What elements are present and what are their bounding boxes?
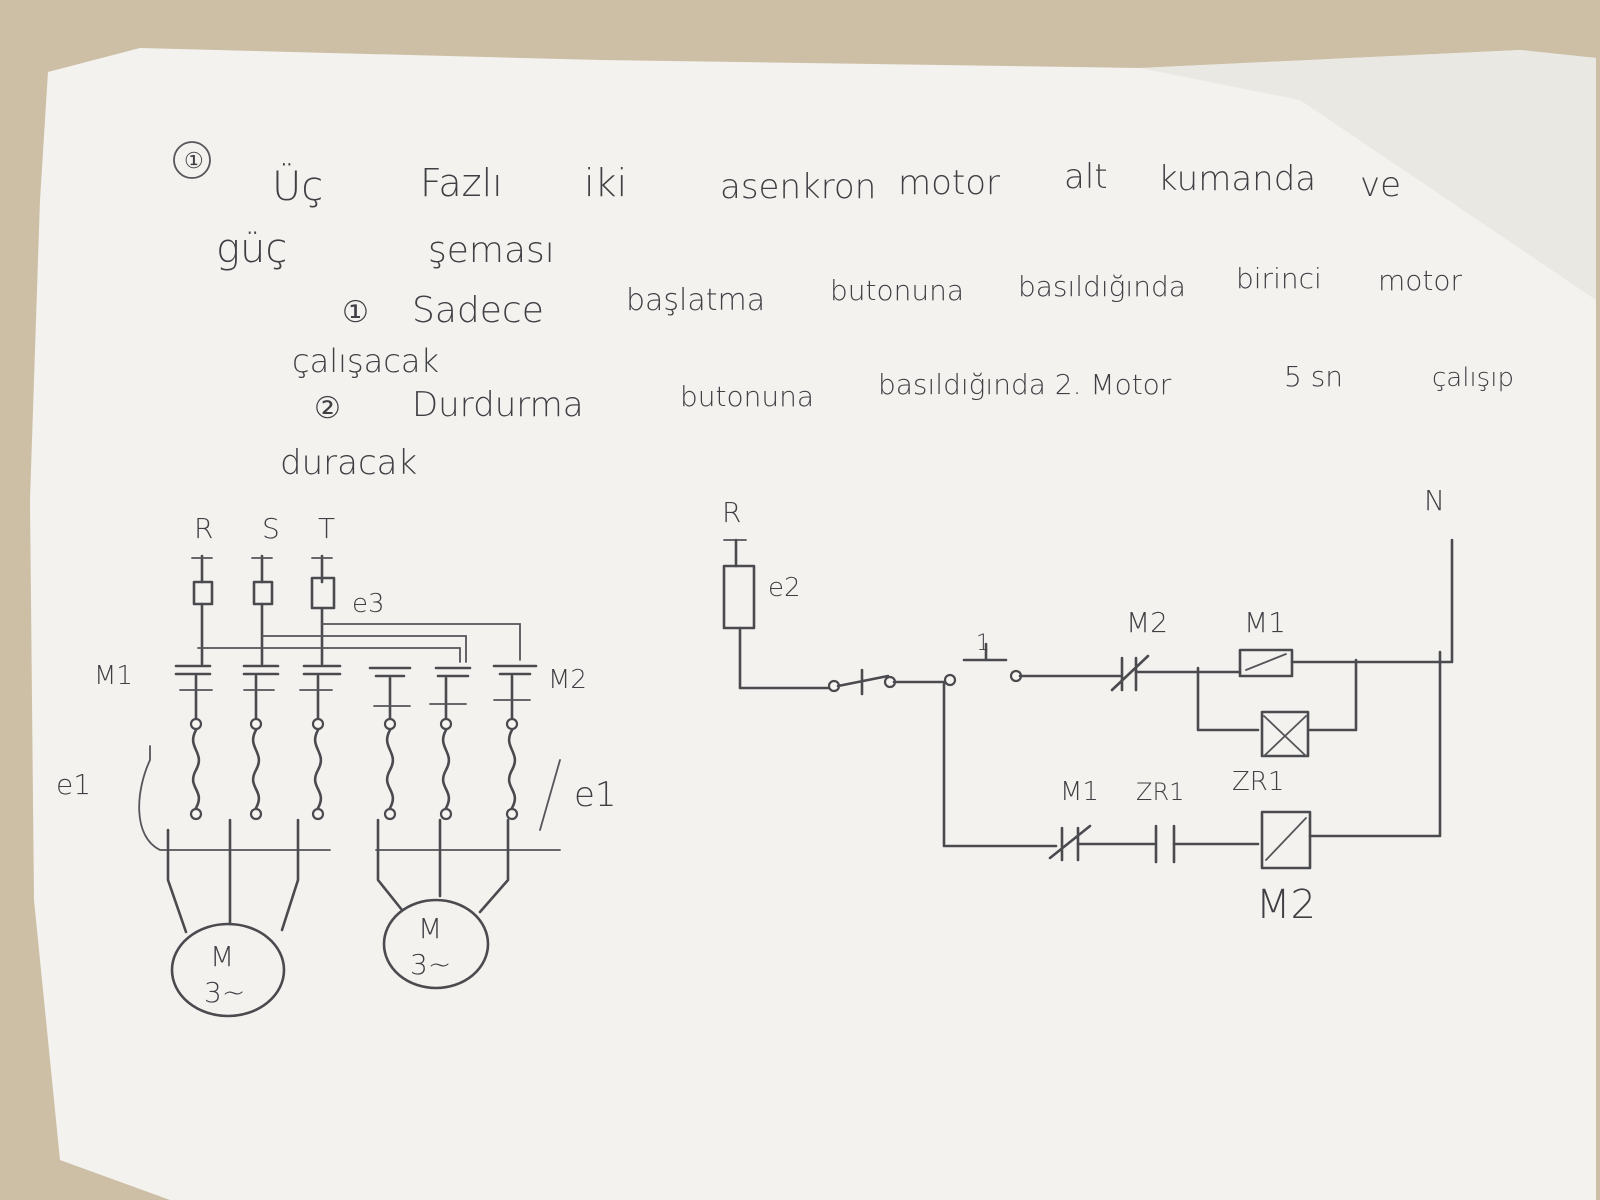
timer-coil	[1260, 710, 1310, 758]
m1-branch-lines	[138, 674, 333, 851]
note-word: butonuna	[830, 274, 964, 307]
note-word: ve	[1360, 165, 1401, 205]
paper-fold-shadow	[1140, 50, 1596, 300]
supply-label: R	[722, 496, 741, 529]
note-word: Sadece	[412, 290, 544, 331]
note-word: basıldığında 2. Motor	[878, 368, 1172, 401]
timer-contact-label: ZR1	[1136, 778, 1184, 806]
note-word: çalışacak	[292, 342, 439, 380]
note-word: kumanda	[1158, 159, 1316, 199]
motor-left-leads	[166, 818, 300, 934]
timer-parallel-branch	[1196, 658, 1358, 732]
note-word: 5 sn	[1284, 360, 1343, 393]
motor-right-symbol: M	[418, 912, 442, 945]
task-number-circle	[173, 141, 211, 179]
note-word: butonuna	[680, 380, 814, 413]
motor-left-symbol: M	[210, 940, 234, 973]
phase-label: R	[194, 512, 213, 545]
power-circuit: R S T e3 M1 M2 e1	[56, 512, 617, 1018]
fuse-label: e3	[352, 589, 385, 619]
m2-coil-to-neutral	[1308, 650, 1442, 838]
note-word: Durdurma	[412, 385, 584, 425]
motor-right-leads	[376, 818, 510, 914]
m2-branch-lines	[373, 674, 561, 851]
note-word: motor	[898, 163, 1000, 203]
motor-right: M 3~	[382, 898, 490, 990]
item1-number: ①	[342, 295, 369, 330]
contactor-m2-contacts	[368, 664, 538, 678]
phase-label: T	[318, 512, 335, 545]
start-button-label: 1	[976, 631, 990, 656]
m1-contact-label: M1	[1060, 777, 1099, 807]
note-word: iki	[584, 161, 627, 205]
m2-bus-lines	[197, 623, 521, 663]
m2-contact-label: M2	[1126, 606, 1168, 639]
overload-label-left: e1	[56, 768, 91, 801]
note-word: Üç	[272, 162, 323, 210]
note-word: motor	[1378, 264, 1463, 297]
phase-label: S	[262, 512, 280, 545]
control-fuse-label: e2	[768, 573, 801, 603]
note-word: alt	[1064, 157, 1108, 197]
note-word: güç	[216, 226, 287, 272]
item2-number: ②	[314, 391, 341, 426]
note-word: basıldığında	[1018, 270, 1186, 303]
m1-coil: M1	[1238, 606, 1294, 678]
note-word: Fazlı	[420, 161, 503, 205]
m1-coil-label: M1	[1244, 606, 1286, 639]
fuse-to-stop	[738, 626, 830, 690]
note-word: asenkron	[720, 167, 876, 207]
task-note: ① Üç Fazlı iki asenkron motor alt kumand…	[173, 141, 1514, 483]
neutral-label: N	[1424, 484, 1445, 517]
contactor-m1-contacts	[174, 664, 342, 676]
m2-coil-label: M2	[1256, 882, 1316, 928]
lower-rung-left	[942, 682, 1058, 848]
motor-left: M 3~	[170, 922, 286, 1018]
paper-sheet	[30, 48, 1596, 1200]
overload-label-right: e1	[574, 775, 617, 815]
start-button: 1	[943, 631, 1023, 687]
m2-nc-contact: M2	[1110, 606, 1168, 692]
task-number: ①	[184, 149, 204, 174]
control-circuit: R e2 1 M2 M1	[722, 484, 1454, 928]
motor-right-phase: 3~	[410, 948, 451, 981]
note-word: duracak	[280, 443, 417, 483]
contactor-label-m2: M2	[548, 665, 587, 695]
contactor-label-m1: M1	[94, 661, 133, 691]
motor-left-phase: 3~	[204, 976, 245, 1009]
note-word: başlatma	[626, 283, 765, 318]
note-word: çalışıp	[1432, 363, 1514, 393]
note-word: şeması	[428, 230, 555, 271]
timer-coil-label: ZR1	[1232, 767, 1284, 797]
m2-coil	[1260, 810, 1312, 870]
note-word: birinci	[1236, 262, 1322, 295]
m1-coil-to-neutral	[1290, 538, 1454, 664]
m1-nc-contact: M1	[1048, 777, 1099, 862]
